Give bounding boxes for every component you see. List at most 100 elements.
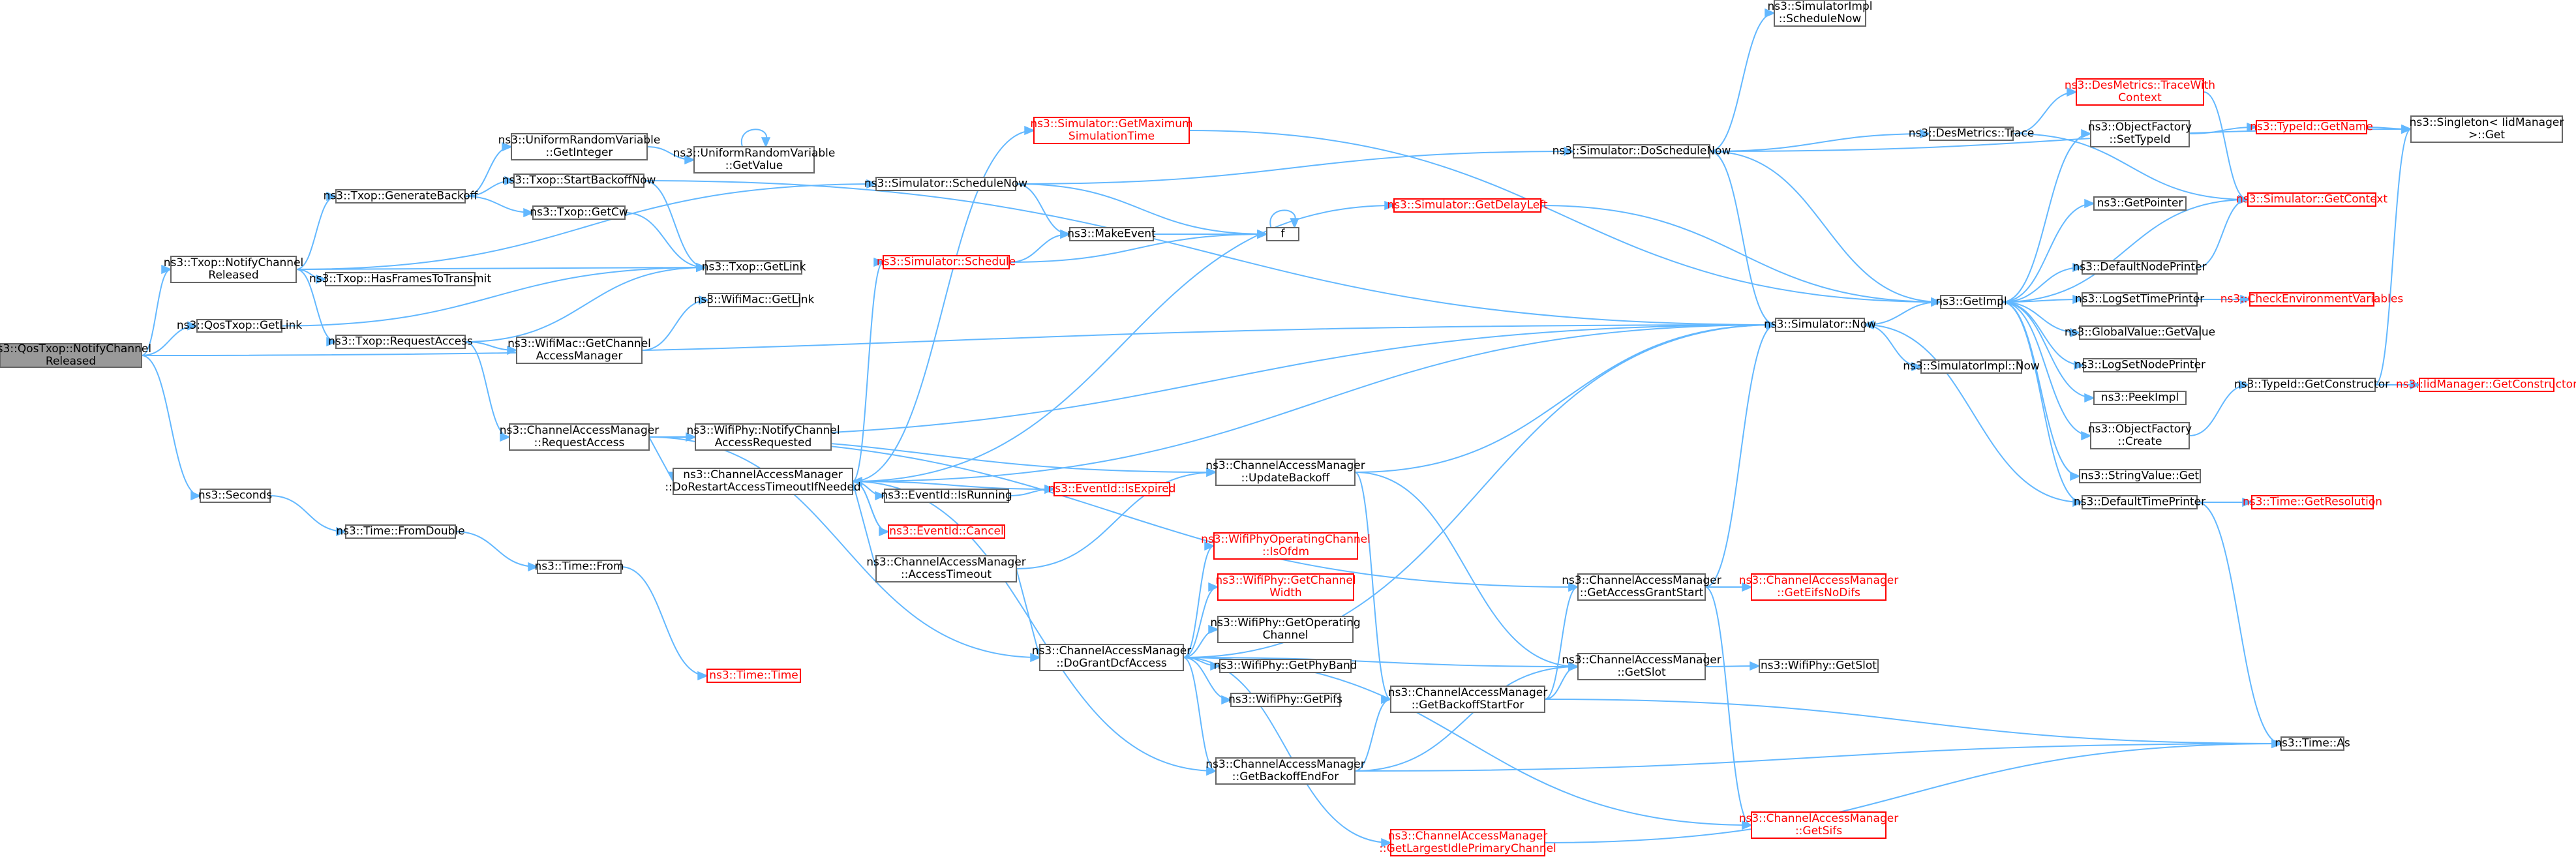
edge-arrowhead xyxy=(1206,467,1217,477)
node-label: ns3::Seconds xyxy=(198,489,272,502)
node-simimplsn[interactable]: ns3::SimulatorImpl::ScheduleNow xyxy=(1767,0,1873,27)
node-ff[interactable]: f xyxy=(1266,227,1299,241)
node-label: ns3::SimulatorImpl xyxy=(1767,0,1872,13)
node-defnp[interactable]: ns3::DefaultNodePrinter xyxy=(2073,260,2207,275)
node-txgl[interactable]: ns3::Txop::GetLink xyxy=(702,260,806,275)
node-camgeifs[interactable]: ns3::ChannelAccessManager::GetEifsNoDifs xyxy=(1739,573,1898,601)
node-logstp[interactable]: ns3::LogSetTimePrinter xyxy=(2075,292,2204,307)
node-chkenv[interactable]: ns3::CheckEnvironmentVariables xyxy=(2220,292,2404,307)
node-startbo[interactable]: ns3::Txop::StartBackoffNow xyxy=(502,174,656,188)
node-label: ns3::ChannelAccessManager xyxy=(1032,644,1191,657)
node-fromdbl[interactable]: ns3::Time::FromDouble xyxy=(336,524,465,539)
node-camslot[interactable]: ns3::ChannelAccessManager::GetSlot xyxy=(1562,653,1721,680)
node-wpocofdm[interactable]: ns3::WifiPhyOperatingChannel::IsOfdm xyxy=(1201,532,1371,560)
node-camgli[interactable]: ns3::ChannelAccessManager::GetLargestIdl… xyxy=(1379,829,1556,856)
node-camreq[interactable]: ns3::ChannelAccessManager::RequestAccess xyxy=(500,423,659,451)
node-svget[interactable]: ns3::StringValue::Get xyxy=(2079,469,2201,483)
edge-simnow-to-getimpl xyxy=(1864,297,1942,325)
node-evexp[interactable]: ns3::EventId::IsExpired xyxy=(1048,482,1176,496)
node-ofcreate[interactable]: ns3::ObjectFactory::Create xyxy=(2088,422,2192,449)
node-makeev[interactable]: ns3::MakeEvent xyxy=(1067,227,1156,241)
edge-camgbe-to-camslot xyxy=(1354,661,1579,772)
edge-line xyxy=(641,299,709,351)
edge-simdsn-to-destr xyxy=(1709,128,1931,152)
node-genbo[interactable]: ns3::Txop::GenerateBackoff xyxy=(324,189,479,204)
node-singleton[interactable]: ns3::Singleton< IidManager >::Get xyxy=(2410,115,2564,143)
node-peekimpl[interactable]: ns3::PeekImpl xyxy=(2093,391,2187,405)
node-phynotif[interactable]: ns3::WifiPhy::NotifyChannelAccessRequest… xyxy=(686,423,840,451)
node-iidgc[interactable]: ns3::IidManager::GetConstructor xyxy=(2396,378,2576,392)
node-destr[interactable]: ns3::DesMetrics::Trace xyxy=(1909,127,2035,141)
edge-getimpl-to-gvget xyxy=(2001,301,2081,338)
node-timefrom[interactable]: ns3::Time::From xyxy=(534,560,624,574)
node-simdsn[interactable]: ns3::Simulator::DoScheduleNow xyxy=(1553,144,1731,159)
node-wmgl[interactable]: ns3::WifiMac::GetLink xyxy=(694,293,815,307)
edge-typeidgc-to-singleton xyxy=(2374,124,2412,385)
edge-line xyxy=(1709,151,1776,325)
node-gvget[interactable]: ns3::GlobalValue::GetValue xyxy=(2065,325,2215,340)
node-camupd[interactable]: ns3::ChannelAccessManager::UpdateBackoff xyxy=(1205,459,1365,486)
node-getcw[interactable]: ns3::Txop::GetCw xyxy=(530,205,628,220)
node-urgi[interactable]: ns3::UniformRandomVariable::GetInteger xyxy=(498,133,661,160)
node-ofsti[interactable]: ns3::ObjectFactory::SetTypeId xyxy=(2088,120,2192,147)
edge-line xyxy=(295,183,877,270)
node-camgbe[interactable]: ns3::ChannelAccessManager::GetBackoffEnd… xyxy=(1205,757,1365,785)
node-label: ns3::WifiPhyOperatingChannel xyxy=(1201,533,1371,546)
edge-camdog-to-wpocofdm xyxy=(1183,541,1215,658)
node-deftp[interactable]: ns3::DefaultTimePrinter xyxy=(2074,495,2205,509)
node-logsnp[interactable]: ns3::LogSetNodePrinter xyxy=(2074,358,2205,372)
node-camgags[interactable]: ns3::ChannelAccessManager::GetAccessGran… xyxy=(1562,573,1721,601)
node-hasfr[interactable]: ns3::Txop::HasFramesToTransmit xyxy=(309,272,491,286)
node-simimplnow[interactable]: ns3::SimulatorImpl::Now xyxy=(1903,359,2040,374)
edge-camgbs-to-camgags xyxy=(1544,582,1579,700)
node-camacc[interactable]: ns3::ChannelAccessManager::AccessTimeout xyxy=(866,555,1026,582)
node-timetime[interactable]: ns3::Time::Time xyxy=(706,669,801,683)
node-getimpl[interactable]: ns3::GetImpl xyxy=(1935,295,2007,309)
node-camdog[interactable]: ns3::ChannelAccessManager::DoGrantDcfAcc… xyxy=(1032,644,1191,671)
node-getptr[interactable]: ns3::GetPointer xyxy=(2093,196,2187,211)
node-urgv[interactable]: ns3::UniformRandomVariable::GetValue xyxy=(673,146,836,174)
edge-line xyxy=(141,355,201,496)
node-box xyxy=(2079,325,2201,340)
node-physlot[interactable]: ns3::WifiPhy::GetSlot xyxy=(1759,659,1879,673)
node-simnow[interactable]: ns3::Simulator::Now xyxy=(1764,318,1876,332)
edge-arrowhead xyxy=(851,476,862,487)
node-seconds[interactable]: ns3::Seconds xyxy=(198,489,272,503)
node-phypifs[interactable]: ns3::WifiPhy::GetPifs xyxy=(1228,693,1342,707)
node-simdelay[interactable]: ns3::Simulator::GetDelayLeft xyxy=(1387,198,1548,213)
node-simsch[interactable]: ns3::Simulator::ScheduleNow xyxy=(864,177,1027,191)
node-evcan[interactable]: ns3::EventId::Cancel xyxy=(888,524,1005,539)
node-simctx[interactable]: ns3::Simulator::GetContext xyxy=(2236,192,2387,207)
node-label: ns3::ChannelAccessManager xyxy=(866,556,1025,569)
node-camgbs[interactable]: ns3::ChannelAccessManager::GetBackoffSta… xyxy=(1388,686,1547,713)
node-qosgl[interactable]: ns3::QosTxop::GetLink xyxy=(177,319,302,333)
node-timeas[interactable]: ns3::Time::As xyxy=(2275,736,2350,751)
edge-arrowhead xyxy=(1381,694,1392,704)
edge-genbo-to-startbo xyxy=(464,175,515,197)
node-box xyxy=(2251,495,2374,509)
node-camsifs[interactable]: ns3::ChannelAccessManager::GetSifs xyxy=(1739,811,1898,839)
edge-line xyxy=(464,341,510,438)
node-phyband[interactable]: ns3::WifiPhy::GetPhyBand xyxy=(1213,659,1357,673)
edge-root-to-txnot xyxy=(141,264,172,356)
edge-arrowhead xyxy=(2240,294,2251,305)
edge-line xyxy=(1354,472,1579,667)
node-typeidgc[interactable]: ns3::TypeId::GetConstructor xyxy=(2234,378,2389,392)
edge-destwc-to-simctx xyxy=(2203,91,2249,205)
edge-line xyxy=(1183,324,1776,658)
node-reqacc[interactable]: ns3::Txop::RequestAccess xyxy=(328,335,473,349)
node-typeidgn[interactable]: ns3::TypeId::GetName xyxy=(2250,120,2373,134)
node-camdor[interactable]: ns3::ChannelAccessManager::DoRestartAcce… xyxy=(665,468,861,495)
node-box xyxy=(2419,378,2554,392)
node-simschred[interactable]: ns3::Simulator::Schedule xyxy=(877,255,1016,269)
node-timegr[interactable]: ns3::Time::GetResolution xyxy=(2243,495,2382,509)
node-evrun[interactable]: ns3::EventId::IsRunning xyxy=(881,489,1012,503)
